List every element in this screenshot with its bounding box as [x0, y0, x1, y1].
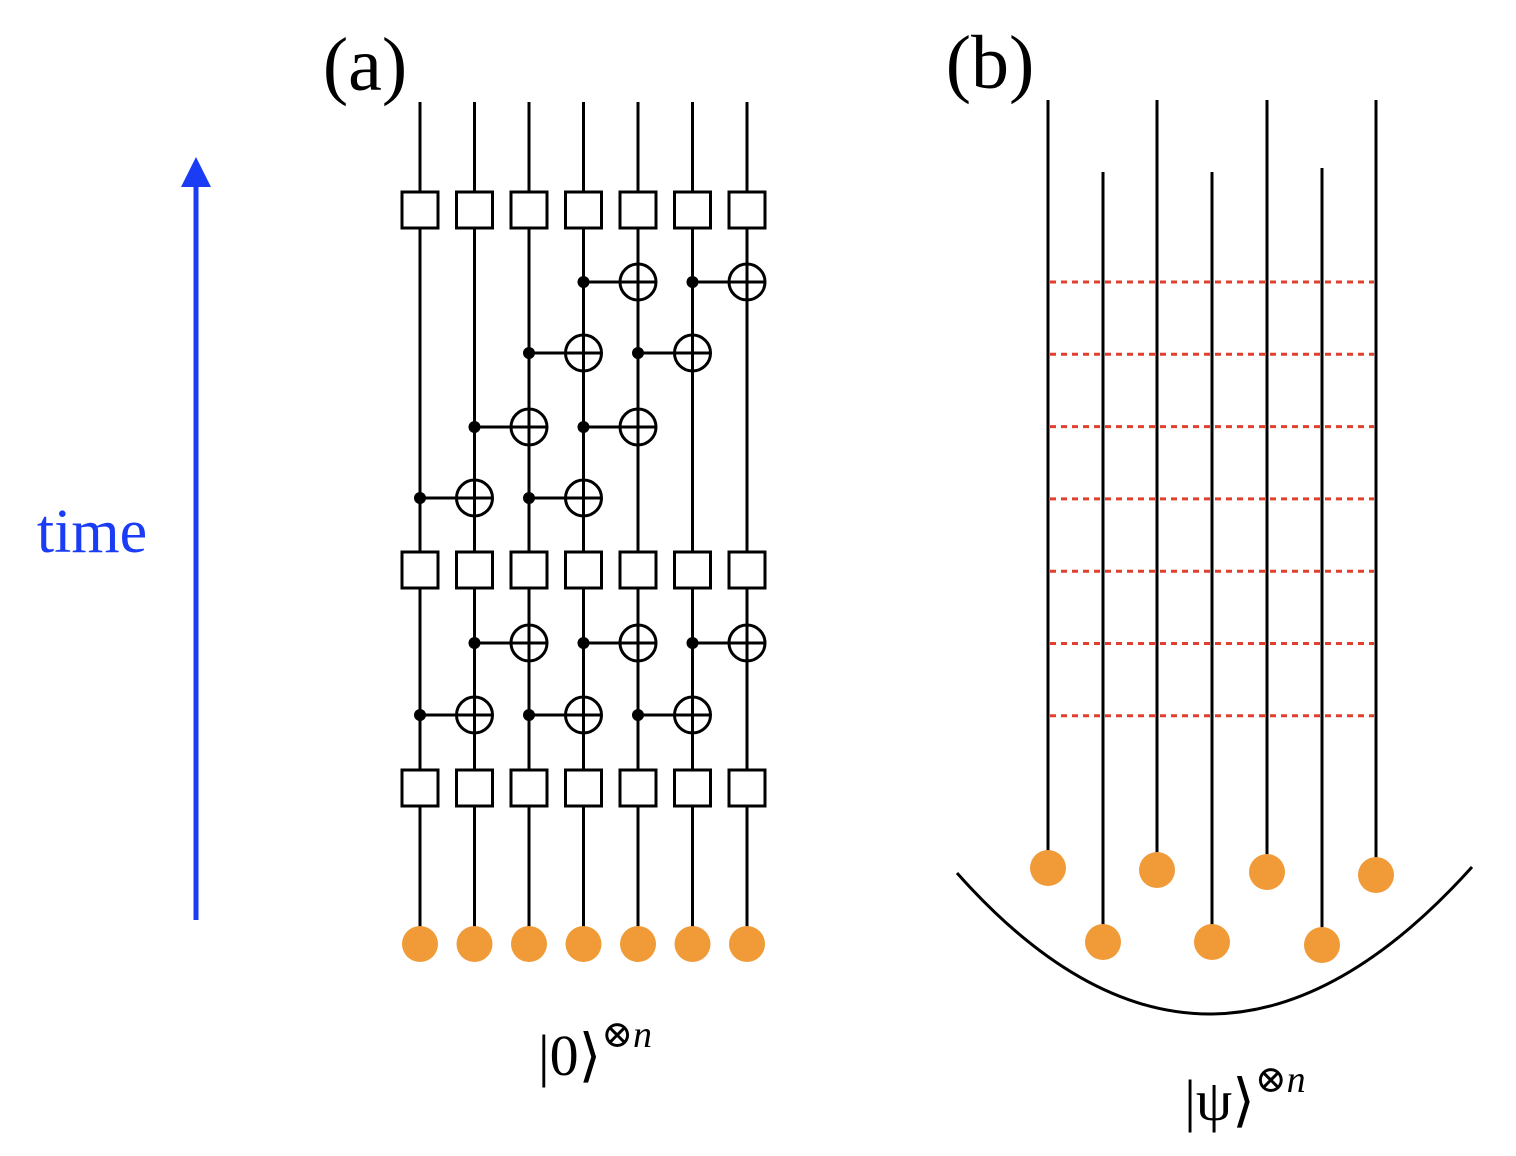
single-qubit-gate	[455, 190, 494, 230]
single-qubit-gate	[564, 768, 603, 808]
panel-b-wires	[1046, 100, 1378, 945]
panel-a-gates	[400, 190, 767, 808]
panel-b-state-power: ⊗n	[1255, 1059, 1306, 1101]
single-qubit-gate	[673, 550, 712, 590]
single-qubit-gate	[673, 768, 712, 808]
cnot-control-dot	[523, 492, 535, 504]
single-qubit-gate	[455, 550, 494, 590]
panel-b-trap-curve	[955, 865, 1474, 1016]
single-qubit-gate	[509, 190, 549, 230]
single-qubit-gate	[727, 768, 767, 808]
cnot-gate	[468, 623, 549, 663]
panel-b-interaction-lines	[1050, 280, 1374, 718]
panel-b-qubits	[1030, 850, 1394, 963]
qubit-atom	[511, 926, 547, 962]
qubit-atom	[456, 926, 493, 962]
cnot-gate	[686, 623, 767, 663]
panel-a: (a) |0⟩⊗n	[323, 23, 767, 1088]
panel-a-state-ket: |0⟩	[538, 1023, 601, 1088]
single-qubit-gate	[564, 550, 603, 590]
single-qubit-gate	[400, 768, 440, 808]
cnot-control-dot	[414, 709, 426, 721]
cnot-gate	[686, 262, 767, 302]
cnot-control-dot	[414, 492, 426, 504]
time-label: time	[37, 498, 147, 566]
qubit-atom	[1304, 927, 1340, 963]
cnot-gate	[468, 407, 549, 447]
cnot-control-dot	[632, 709, 644, 721]
cnot-control-dot	[577, 276, 590, 288]
single-qubit-gate	[727, 550, 767, 590]
single-qubit-gate	[509, 550, 549, 590]
cnot-gate	[577, 262, 658, 302]
qubit-atom	[1249, 854, 1285, 890]
single-qubit-gate	[673, 190, 712, 230]
single-qubit-gate	[727, 190, 767, 230]
qubit-atom	[729, 926, 765, 962]
cnot-gate	[523, 478, 603, 518]
qubit-atom	[674, 926, 711, 962]
panel-b-state: |ψ⟩⊗n	[1184, 1059, 1305, 1133]
cnot-control-dot	[468, 637, 481, 649]
cnot-gate	[577, 407, 658, 447]
panel-b-label: (b)	[946, 21, 1035, 105]
single-qubit-gate	[564, 190, 603, 230]
cnot-gate	[414, 478, 494, 518]
cnot-gate	[523, 333, 603, 373]
single-qubit-gate	[455, 768, 494, 808]
panel-a-qubits	[402, 926, 765, 962]
single-qubit-gate	[400, 190, 440, 230]
qubit-atom	[565, 926, 602, 962]
cnot-control-dot	[523, 347, 535, 359]
cnot-control-dot	[577, 421, 590, 433]
cnot-gate	[632, 333, 712, 373]
panel-a-state-power: ⊗n	[601, 1014, 652, 1056]
cnot-gate	[577, 623, 658, 663]
cnot-control-dot	[523, 709, 535, 721]
cnot-gate	[632, 695, 712, 735]
cnot-control-dot	[577, 637, 590, 649]
qubit-atom	[1358, 857, 1394, 893]
qubit-atom	[620, 926, 656, 962]
single-qubit-gate	[618, 768, 658, 808]
cnot-control-dot	[686, 637, 699, 649]
cnot-control-dot	[632, 347, 644, 359]
panel-a-wires	[418, 102, 749, 942]
single-qubit-gate	[400, 550, 440, 590]
cnot-control-dot	[686, 276, 699, 288]
qubit-atom	[1194, 924, 1230, 960]
single-qubit-gate	[509, 768, 549, 808]
time-axis: time	[37, 157, 211, 920]
qubit-atom	[402, 926, 438, 962]
cnot-gate	[414, 695, 494, 735]
cnot-control-dot	[468, 421, 481, 433]
time-arrow-head	[181, 157, 211, 187]
qubit-atom	[1085, 924, 1121, 960]
panel-b-state-ket: |ψ⟩	[1184, 1068, 1255, 1133]
qubit-atom	[1030, 850, 1066, 886]
cnot-gate	[523, 695, 603, 735]
panel-a-initial-state: |0⟩⊗n	[538, 1014, 652, 1088]
single-qubit-gate	[618, 550, 658, 590]
panel-b: (b) |ψ⟩⊗n	[946, 21, 1474, 1133]
single-qubit-gate	[618, 190, 658, 230]
qubit-atom	[1139, 852, 1175, 888]
panel-a-label: (a)	[323, 23, 407, 107]
